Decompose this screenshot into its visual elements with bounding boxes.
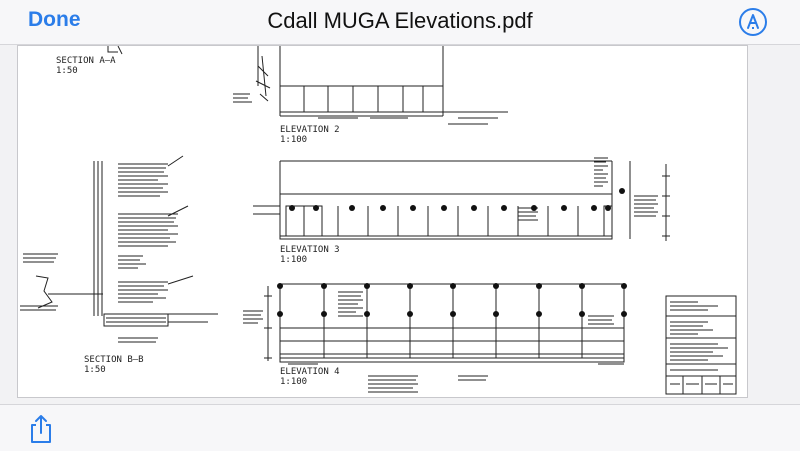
done-button[interactable]: Done — [28, 8, 81, 31]
document-title: Cdall MUGA Elevations.pdf — [267, 8, 533, 33]
section-bb-drawing — [20, 155, 218, 343]
elevation-3-scale: 1:100 — [280, 255, 307, 265]
elevation-4-title: ELEVATION 4 — [280, 367, 340, 377]
section-bb-title: SECTION B–B — [84, 355, 144, 365]
section-bb-scale: 1:50 — [84, 365, 106, 375]
share-icon[interactable] — [28, 414, 54, 444]
elevation-2-drawing — [233, 46, 508, 125]
elevation-3-title: ELEVATION 3 — [280, 245, 340, 255]
elevation-4-drawing — [243, 283, 625, 393]
drawing-canvas: SECTION A–A 1:50 ELEVATION 2 1:100 ELEVA… — [20, 45, 737, 395]
elevation-3-drawing — [253, 157, 670, 241]
section-aa-scale: 1:50 — [56, 66, 78, 76]
title-block — [665, 295, 737, 395]
elevation-4-scale: 1:100 — [280, 377, 307, 387]
section-aa-title: SECTION A–A — [56, 56, 116, 66]
bottom-toolbar — [0, 404, 800, 451]
markup-pencil-icon[interactable] — [738, 7, 768, 37]
elevation-2-scale: 1:100 — [280, 135, 307, 145]
pdf-page[interactable]: SECTION A–A 1:50 ELEVATION 2 1:100 ELEVA… — [17, 45, 748, 398]
elevation-2-title: ELEVATION 2 — [280, 125, 340, 135]
top-toolbar: Done Cdall MUGA Elevations.pdf — [0, 0, 800, 45]
